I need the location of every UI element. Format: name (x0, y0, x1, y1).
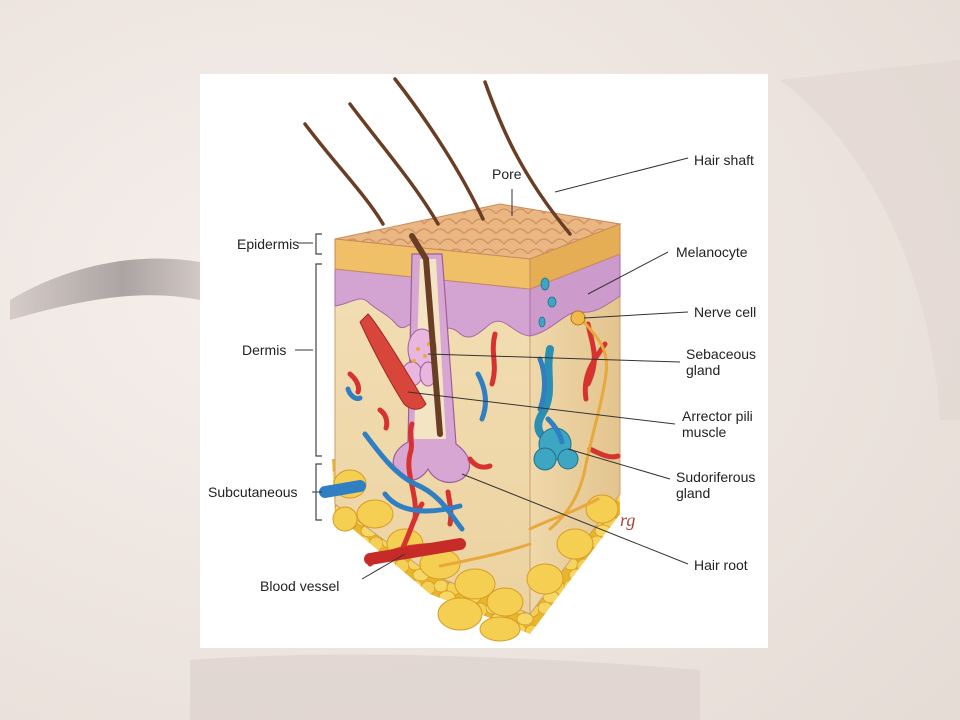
label-sebaceous-gland-line1: Sebaceous (686, 346, 757, 362)
label-blood-vessel: Blood vessel (260, 578, 340, 594)
arrector-pili-muscle (359, 313, 427, 410)
label-sebaceous-gland: Sebaceous gland (686, 346, 776, 378)
nerve (438, 312, 609, 568)
label-sudoriferous-gland: Sudoriferous gland (676, 469, 768, 501)
label-epidermis: Epidermis (237, 236, 300, 252)
skin-cross-section-diagram: rg (295, 77, 689, 642)
sudoriferous-gland (533, 345, 579, 471)
label-sudoriferous-line2: gland (676, 485, 711, 501)
label-sudoriferous-line1: Sudoriferous (676, 469, 756, 485)
label-subcutaneous: Subcutaneous (208, 484, 298, 500)
label-hair-shaft: Hair shaft (694, 152, 754, 168)
label-arrector-pili-muscle: Arrector pili muscle (682, 408, 772, 440)
hair-shafts (303, 77, 572, 437)
lips-shadow (190, 654, 700, 720)
veins (345, 356, 565, 532)
epidermis-side-band (529, 223, 621, 290)
label-melanocyte: Melanocyte (676, 244, 748, 260)
melanocytes (538, 277, 557, 328)
diagram-panel: rg Pore Hair shaft Epidermis Melanocyte … (200, 74, 768, 648)
label-dermis: Dermis (242, 342, 287, 358)
label-hair-root: Hair root (694, 557, 748, 573)
blood-vessel-pipe-blue (319, 480, 366, 498)
label-pore: Pore (492, 166, 522, 182)
leader-lines (295, 157, 689, 580)
label-arrector-pili-line1: Arrector pili (682, 408, 753, 424)
nerve-cell-body (570, 310, 586, 326)
brackets (315, 233, 322, 521)
label-nerve-cell: Nerve cell (694, 304, 757, 320)
cheek-shade (780, 60, 960, 420)
label-sebaceous-gland-line2: gland (686, 362, 721, 378)
blood-vessel-pipe-red (364, 538, 466, 565)
artist-signature: rg (620, 510, 635, 530)
label-arrector-pili-line2: muscle (682, 424, 727, 440)
eyebrow-shadow (10, 258, 200, 320)
